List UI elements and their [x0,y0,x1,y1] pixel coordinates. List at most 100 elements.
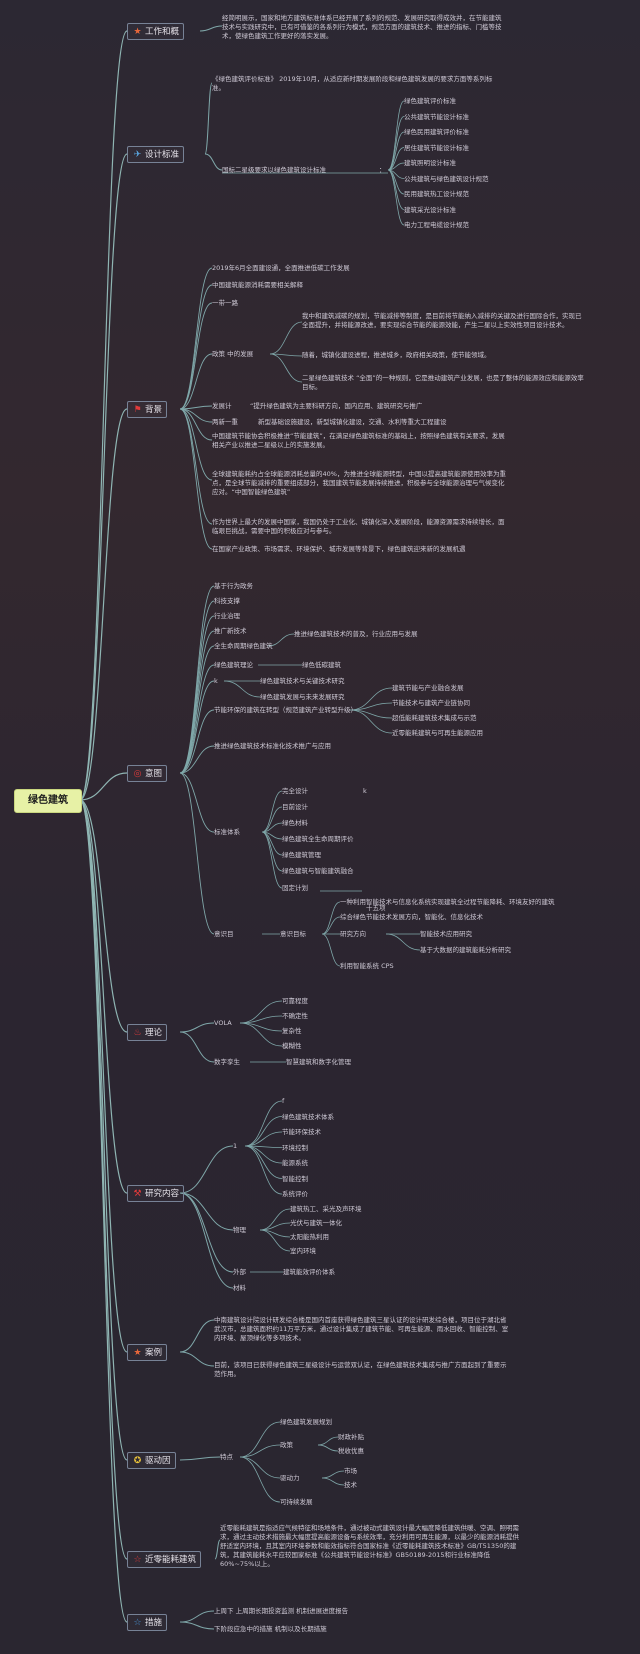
text: 一带一路 [212,299,238,307]
text: 意识目标 [280,930,306,938]
text: 公共建筑与绿色建筑设计规范 [404,174,489,183]
connector-line [79,799,128,1194]
connector-line [179,1022,215,1033]
branch-node-8[interactable]: ✪驱动因 [127,1452,176,1469]
text: 中国建筑能源消耗需要相关解释 [212,281,303,289]
branch-node-3[interactable]: ⚑背景 [127,401,168,418]
connector-line [269,353,303,357]
connector-line [79,408,128,801]
text: 我中和建筑减碳的规划，节能减排等制度，是目前将节能纳入减排的关键及进行国际合作，… [302,312,582,329]
branch-node-7[interactable]: ★案例 [127,1344,168,1361]
connector-line [79,772,128,801]
text: 推进绿色建筑技术的普及，行业应用与发展 [294,630,418,638]
text: 太阳能热利用 [290,1233,329,1241]
text: 完全设计 [282,787,308,795]
connector-line [179,585,215,774]
text: 基于行为政务 [214,582,253,590]
text: 绿色材料 [282,819,308,827]
connector-line [179,1192,234,1289]
connector-line [244,1131,283,1147]
root-node[interactable]: 绿色建筑 [14,789,82,813]
connector-line [261,831,283,889]
connector-line [269,321,303,355]
connector-line [261,822,283,833]
branch-node-1[interactable]: ★工作和概 [127,23,185,40]
connector-line [179,680,215,774]
connector-line [179,267,213,410]
connector-line [239,1421,281,1458]
connector-line [223,680,261,698]
text: 系统评价 [282,1190,308,1198]
text: 光伏与建筑一体化 [290,1219,342,1227]
fire-icon: ♨ [133,1028,142,1038]
connector-line [267,633,295,647]
text: 复杂性 [282,1027,302,1035]
text: 近零能耗建筑是指适应气候特征和场地条件，通过被动式建筑设计最大幅度降低建筑供暖、… [220,1524,519,1568]
text: 固定计划 [282,884,308,892]
branch-node-9[interactable]: ☆近零能耗建筑 [127,1551,202,1568]
connector-line [239,1444,281,1458]
connector-line [79,799,128,1353]
text: 环境控制 [282,1143,308,1152]
branch-node-2[interactable]: ✈设计标准 [127,146,185,163]
connector-line [259,1208,291,1231]
text: k [363,787,367,795]
connector-line [179,1621,215,1630]
connector-line [179,772,215,935]
text: 智能技术应用研究 [420,930,472,938]
connector-line [79,30,128,801]
connector-line [179,302,213,410]
branch-node-4[interactable]: ◎意图 [127,765,168,782]
text: 建筑照明设计标准 [404,159,456,167]
connector-line [179,1192,234,1231]
text: 建筑采光设计标准 [404,205,456,214]
text: 推进绿色建筑技术标准化技术推广与应用 [214,742,331,750]
paper-plane-icon: ✈ [133,150,142,160]
connector-line [261,831,283,872]
connector-line [214,1539,221,1560]
branch-node-5[interactable]: ♨理论 [127,1024,168,1041]
text: 节能环保技术 [282,1128,321,1136]
connector-line [179,1319,215,1353]
star-icon: ★ [133,1348,142,1358]
text: 建筑热工、采光及声环境 [290,1205,362,1213]
text: 节能技术与建筑产业链协同 [392,699,470,707]
text: 目前，该项目已获得绿色建筑三星级设计与运营双认证，在绿色建筑技术集成与推广方面起… [214,1361,507,1378]
branch-node-10[interactable]: ☆措施 [127,1614,168,1631]
text: 近零能耗建筑与可再生能源应用 [392,729,483,737]
text: 财政补贴 [338,1433,364,1441]
text: 两新一重 [212,418,238,426]
text: VOLA [214,1019,232,1027]
text: 建筑能效评价体系 [283,1268,335,1276]
connector-line [179,645,215,774]
connector-line [179,1351,215,1367]
text: 推广新技术 [214,627,247,635]
text: 一种利用智能技术与信息化系统实现建筑全过程节能降耗、环境友好的建筑 [340,898,555,906]
text: 上周下 上周期长期投资监测 机制进展进度报告 [214,1607,349,1615]
text: 研究方向 [340,930,366,938]
text: 绿色民用建筑评价标准 [404,128,469,136]
text: 十五项 [366,904,386,912]
connector-line [79,799,128,1461]
connector-line [179,408,213,550]
text: 绿色建筑与智能建筑融合 [282,867,354,875]
text: 中国建筑节能协会积极推进“节能建筑”，在满足绿色建筑标准的基础上，按照绿色建筑有… [212,432,505,449]
text: 材料 [233,1284,246,1292]
text: 智能控制 [282,1174,308,1183]
connector-line [321,1477,345,1486]
text: 下阶段应急中的措施 机制以及长期措施 [214,1625,327,1633]
star-icon: ★ [133,27,142,37]
text: 新型基础设施建设，新型城镇化建设，交通、水利等重大工程建设 [258,418,447,426]
connector-line [259,1229,291,1252]
connector-line [79,153,128,801]
text: 基于大数据的建筑能耗分析研究 [420,946,511,954]
text: 政策 中的发展 [212,350,254,358]
branch-node-6[interactable]: ⚒研究内容 [127,1185,185,1202]
text: 节能环保的建筑在转型（规范建筑产业转型升级） [214,706,357,714]
text: 绿色建筑全生命周期评价 [282,835,354,843]
connector-line [179,408,213,525]
connector-line [387,116,405,171]
text: 能源系统 [282,1159,308,1167]
text: 市场 [344,1467,357,1475]
star-outline-icon: ☆ [133,1555,142,1565]
